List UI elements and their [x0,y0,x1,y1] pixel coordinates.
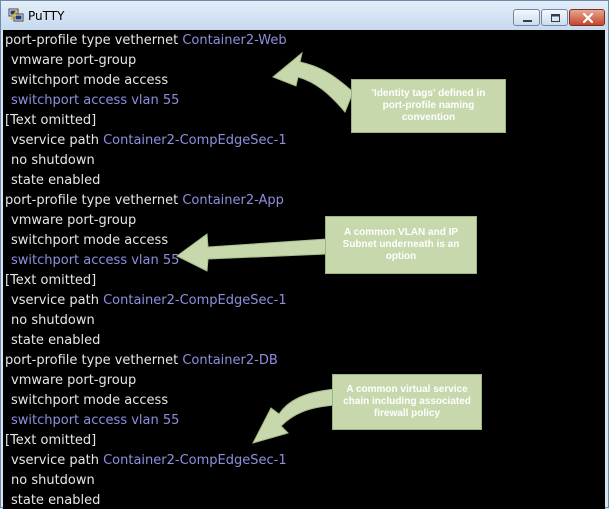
line-text: [Text omitted] [5,433,97,448]
terminal-line: port-profile type vethernet Container2-A… [5,191,287,211]
line-text: vmware port-group [11,373,137,388]
callout-service-line: chain including associated [343,396,471,407]
line-text: state enabled [11,493,101,508]
terminal-line: state enabled [5,331,287,351]
line-highlight: Container2-CompEdgeSec-1 [103,293,287,308]
line-highlight: Container2-CompEdgeSec-1 [103,453,287,468]
callout-vlan-line: A common VLAN and IP [343,227,459,238]
line-highlight: switchport access vlan 55 [11,413,180,428]
line-text: vservice path [11,453,104,468]
line-text: no shutdown [11,473,95,488]
minimize-icon [523,20,532,22]
line-highlight: Container2-App [182,193,284,208]
terminal-line: no shutdown [5,151,287,171]
arrow-vlan [176,233,328,272]
line-text: no shutdown [11,153,95,168]
callout-vlan-line: option [385,251,417,262]
line-text: switchport mode access [11,233,169,248]
terminal-line: no shutdown [5,471,287,491]
line-text: port-profile type vethernet [5,353,183,368]
line-text: vmware port-group [11,53,137,68]
terminal-line: switchport access vlan 55 [5,91,287,111]
line-text: port-profile type vethernet [5,193,183,208]
terminal-line: [Text omitted] [5,111,287,131]
terminal-line: state enabled [5,491,287,509]
arrow-service [252,388,337,444]
terminal-line: vservice path Container2-CompEdgeSec-1 [5,291,287,311]
terminal-line: port-profile type vethernet Container2-D… [5,351,287,371]
maximize-button[interactable] [541,9,568,26]
line-text: switchport mode access [11,393,169,408]
terminal-line: vservice path Container2-CompEdgeSec-1 [5,131,287,151]
line-text: vservice path [11,293,104,308]
minimize-button[interactable] [513,9,540,26]
callout-common-vlan: A common VLAN and IP Subnet underneath i… [325,216,477,274]
callout-identity-line: 'Identity tags' defined in [371,88,486,99]
window-title: PuTTY [28,9,65,23]
line-text: port-profile type vethernet [5,33,183,48]
terminal-line: vservice path Container2-CompEdgeSec-1 [5,451,287,471]
callout-identity-line: port-profile naming [382,100,475,111]
close-button[interactable] [569,9,605,26]
callout-service-line: firewall policy [373,408,441,419]
callout-identity-line: convention [401,112,456,123]
terminal-line: state enabled [5,171,287,191]
terminal-line: switchport mode access [5,71,287,91]
close-icon [582,12,594,24]
terminal-line: vmware port-group [5,211,287,231]
terminal-line: switchport access vlan 55 [5,411,287,431]
arrow-identity [272,51,354,113]
terminal-line: [Text omitted] [5,271,287,291]
line-text: vservice path [11,133,104,148]
line-highlight: switchport access vlan 55 [11,93,180,108]
maximize-icon [551,14,560,22]
line-text: vmware port-group [11,213,137,228]
terminal-line: vmware port-group [5,51,287,71]
line-text: [Text omitted] [5,113,97,128]
line-text: switchport mode access [11,73,169,88]
line-text: [Text omitted] [5,273,97,288]
callout-arrows [176,51,354,444]
callout-identity-tags: 'Identity tags' defined in port-profile … [351,79,506,133]
line-text: no shutdown [11,313,95,328]
title-bar[interactable]: PuTTY [1,1,608,30]
terminal-output[interactable]: port-profile type vethernet Container2-W… [3,30,605,509]
terminal-line: switchport mode access [5,391,287,411]
line-highlight: Container2-CompEdgeSec-1 [103,133,287,148]
line-text: state enabled [11,173,101,188]
line-text: state enabled [11,333,101,348]
callout-vlan-line: Subnet underneath is an [342,239,460,250]
line-highlight: Container2-Web [182,33,287,48]
callout-service-chain: A common virtual service chain including… [332,374,482,430]
callout-service-line: A common virtual service [346,384,468,395]
terminal-line: no shutdown [5,311,287,331]
terminal-line: switchport access vlan 55 [5,251,287,271]
putty-icon [8,8,24,22]
terminal-line: switchport mode access [5,231,287,251]
terminal-line: port-profile type vethernet Container2-W… [5,31,287,51]
line-highlight: Container2-DB [182,353,278,368]
terminal-lines: port-profile type vethernet Container2-W… [5,31,287,509]
terminal-line: [Text omitted] [5,431,287,451]
terminal-line: vmware port-group [5,371,287,391]
line-highlight: switchport access vlan 55 [11,253,180,268]
